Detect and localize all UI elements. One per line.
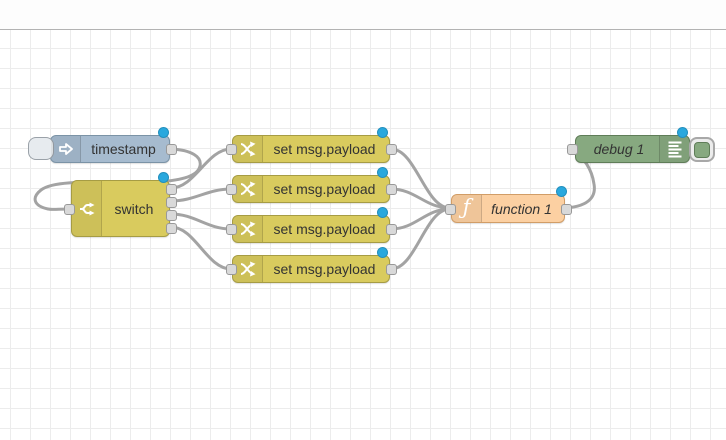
change-swap-icon xyxy=(233,216,263,242)
debug-toggle-button[interactable] xyxy=(689,137,715,162)
inject-trigger-button[interactable] xyxy=(28,137,54,160)
node-change-1[interactable]: set msg.payload xyxy=(226,127,397,163)
input-port[interactable] xyxy=(226,144,237,155)
output-port[interactable] xyxy=(386,224,397,235)
output-port[interactable] xyxy=(386,184,397,195)
node-label: set msg.payload xyxy=(273,181,376,197)
function-f-icon: ƒ xyxy=(452,195,482,222)
change-swap-icon xyxy=(233,176,263,202)
changed-indicator xyxy=(158,127,169,138)
node-label: debug 1 xyxy=(593,141,645,157)
changed-indicator xyxy=(377,247,388,258)
node-label: timestamp xyxy=(91,141,156,157)
node-change-2[interactable]: set msg.payload xyxy=(226,167,397,203)
node-label: set msg.payload xyxy=(273,141,376,157)
changed-indicator xyxy=(556,186,567,197)
output-port[interactable] xyxy=(166,144,177,155)
changed-indicator xyxy=(377,207,388,218)
changed-indicator xyxy=(158,172,169,183)
node-label: function 1 xyxy=(491,200,552,217)
wire-change-4-to-function[interactable] xyxy=(389,207,452,271)
change-swap-icon xyxy=(233,136,263,162)
node-change-4[interactable]: set msg.payload xyxy=(226,247,397,283)
editor-header xyxy=(0,0,726,30)
input-port[interactable] xyxy=(226,224,237,235)
node-label: set msg.payload xyxy=(273,221,376,237)
changed-indicator xyxy=(677,127,688,138)
input-port[interactable] xyxy=(226,184,237,195)
switch-fork-icon xyxy=(72,181,102,236)
input-port[interactable] xyxy=(226,264,237,275)
output-port-2[interactable] xyxy=(166,196,177,208)
node-label: set msg.payload xyxy=(273,261,376,277)
input-port[interactable] xyxy=(64,204,75,215)
node-inject-timestamp[interactable]: timestamp xyxy=(28,127,177,163)
output-port[interactable] xyxy=(386,144,397,155)
change-swap-icon xyxy=(233,256,263,282)
wire-switch-2-to-change-2[interactable] xyxy=(169,187,233,203)
changed-indicator xyxy=(377,167,388,178)
node-function-1[interactable]: ƒ function 1 xyxy=(445,186,572,223)
output-port[interactable] xyxy=(386,264,397,275)
input-port[interactable] xyxy=(567,144,578,155)
changed-indicator xyxy=(377,127,388,138)
wire-switch-1-to-change-1[interactable] xyxy=(169,147,233,190)
node-switch[interactable]: switch xyxy=(64,172,177,237)
node-change-3[interactable]: set msg.payload xyxy=(226,207,397,243)
input-port[interactable] xyxy=(445,204,456,215)
wire-switch-3-to-change-3[interactable] xyxy=(169,212,233,231)
output-port[interactable] xyxy=(561,204,572,215)
wire-switch-4-to-change-4[interactable] xyxy=(169,225,233,271)
node-label: switch xyxy=(114,200,154,217)
debug-toggle-tab xyxy=(694,141,710,158)
output-port-3[interactable] xyxy=(166,209,177,221)
node-debug-1[interactable]: debug 1 xyxy=(567,127,715,163)
debug-output-icon xyxy=(659,136,689,162)
output-port-1[interactable] xyxy=(166,183,177,195)
wire-change-2-to-function[interactable] xyxy=(389,187,452,210)
output-port-4[interactable] xyxy=(166,222,177,234)
inject-arrow-icon xyxy=(51,136,81,162)
